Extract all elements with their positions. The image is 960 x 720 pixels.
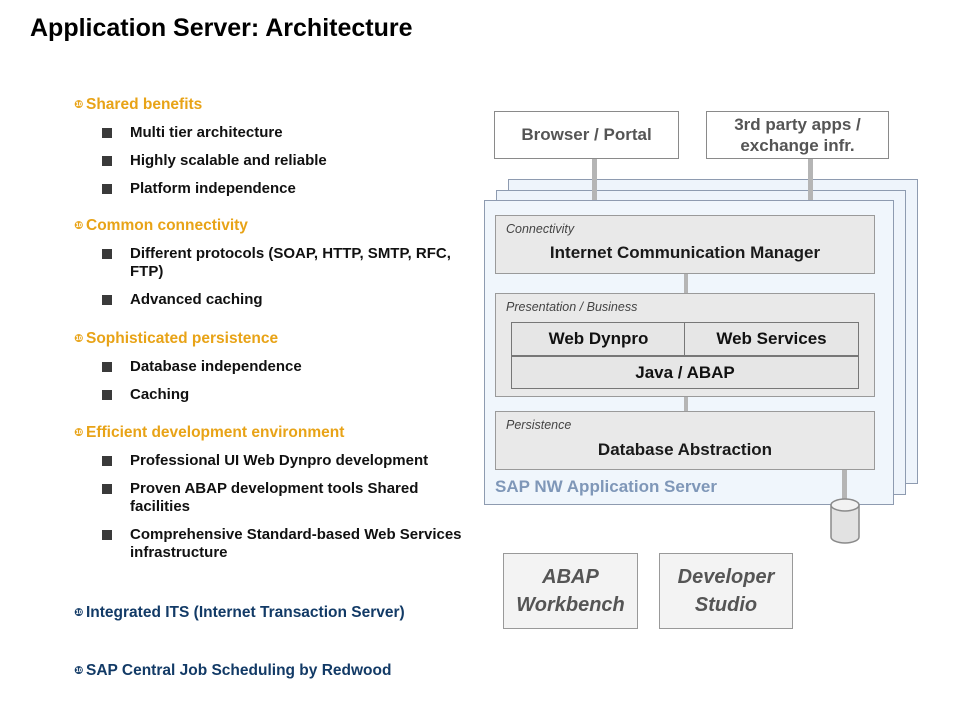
persistence-caption: Persistence [506, 418, 572, 432]
bullet-item: Highly scalable and reliable [102, 152, 468, 170]
bullet-item: Comprehensive Standard-based Web Service… [102, 526, 468, 562]
web-services-box: Web Services [684, 322, 859, 356]
persistence-panel: Persistence Database Abstraction [495, 411, 875, 470]
bullet-marker-icon: ❿ [74, 220, 84, 232]
layer-connector-line [684, 397, 688, 411]
bullet-item: Database independence [102, 358, 468, 376]
bullet-item: Advanced caching [102, 291, 468, 309]
internet-communication-manager-label: Internet Communication Manager [549, 243, 821, 262]
presentation-business-caption: Presentation / Business [506, 300, 638, 314]
bullet-marker-icon: ❿ [74, 665, 84, 677]
third-party-apps-box: 3rd party apps / exchange infr. [706, 111, 889, 159]
bullet-marker-icon: ❿ [74, 99, 84, 111]
java-abap-box: Java / ABAP [511, 356, 859, 389]
web-dynpro-box: Web Dynpro [511, 322, 686, 356]
bullet-item: Proven ABAP development tools Shared fac… [102, 480, 468, 516]
presentation-business-panel: Presentation / Business Web Dynpro Web S… [495, 293, 875, 397]
bullet-item: Different protocols (SOAP, HTTP, SMTP, R… [102, 245, 468, 281]
database-connector-line [842, 470, 847, 502]
database-cylinder-icon [830, 498, 860, 544]
bullet-marker-icon: ❿ [74, 607, 84, 619]
bullet-item: Caching [102, 386, 468, 404]
sap-nw-application-server: Connectivity Internet Communication Mana… [484, 200, 894, 505]
server-label: SAP NW Application Server [495, 477, 717, 496]
bullet-marker-icon: ❿ [74, 427, 84, 439]
bullet-item: Professional UI Web Dynpro development [102, 452, 468, 470]
developer-studio-box: Developer Studio [659, 553, 793, 629]
database-abstraction-label: Database Abstraction [597, 440, 773, 459]
third-party-connector-line [808, 159, 813, 216]
browser-portal-box: Browser / Portal [494, 111, 679, 159]
connectivity-caption: Connectivity [506, 222, 575, 236]
bullet-item: Platform independence [102, 180, 468, 198]
page-title: Application Server: Architecture [30, 14, 413, 42]
abap-workbench-box: ABAP Workbench [503, 553, 638, 629]
bullet-item: Multi tier architecture [102, 124, 468, 142]
layer-connector-line [684, 274, 688, 293]
connectivity-panel: Connectivity Internet Communication Mana… [495, 215, 875, 274]
browser-connector-line [592, 159, 597, 216]
bullet-marker-icon: ❿ [74, 333, 84, 345]
